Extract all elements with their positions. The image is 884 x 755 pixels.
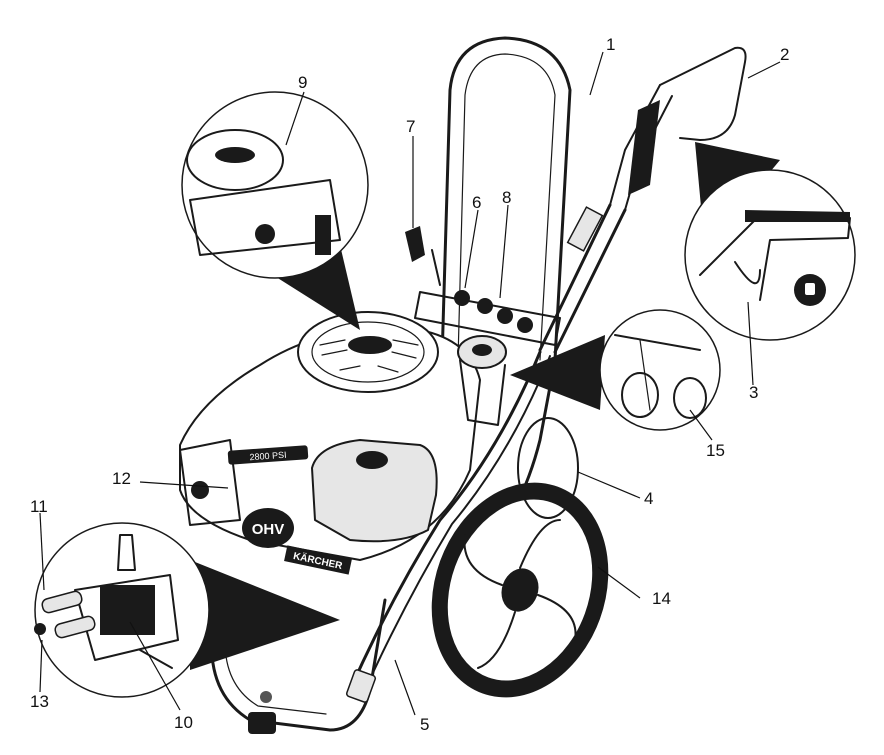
callout-1: 1: [606, 35, 615, 54]
callout-15: 15: [706, 441, 725, 460]
inset-pump-detail: [34, 522, 340, 698]
callout-10: 10: [174, 713, 193, 732]
callout-labels: 1 2 3 4 5 6 7 8 9 10 11 12 13 14 15: [30, 35, 789, 734]
callout-4: 4: [644, 489, 653, 508]
wheel: [431, 417, 609, 698]
callout-3: 3: [749, 383, 758, 402]
leader-lines: [39, 51, 781, 716]
ohv-badge: OHV: [252, 521, 285, 538]
callout-12: 12: [112, 469, 131, 488]
inset-engine-detail: [181, 91, 369, 330]
inset-trigger-lock: [684, 142, 856, 341]
callout-14: 14: [652, 589, 671, 608]
callout-6: 6: [472, 193, 481, 212]
callout-8: 8: [502, 188, 511, 207]
callout-9: 9: [298, 73, 307, 92]
callout-13: 13: [30, 692, 49, 711]
engine-spec-label: 2800 PSI: [249, 450, 287, 463]
inset-nozzle-detail: [510, 309, 721, 431]
high-pressure-hose: [345, 350, 551, 703]
engine: 2800 PSI OHV KÄRCHER: [179, 311, 481, 575]
nozzle-holder: [414, 290, 561, 346]
pump-on-engine: [457, 335, 507, 426]
spray-gun-wand: [538, 46, 747, 354]
callout-11: 11: [30, 497, 48, 516]
callout-5: 5: [420, 715, 429, 734]
callout-2: 2: [780, 45, 789, 64]
hose-hook: [405, 226, 441, 286]
callout-7: 7: [406, 117, 415, 136]
